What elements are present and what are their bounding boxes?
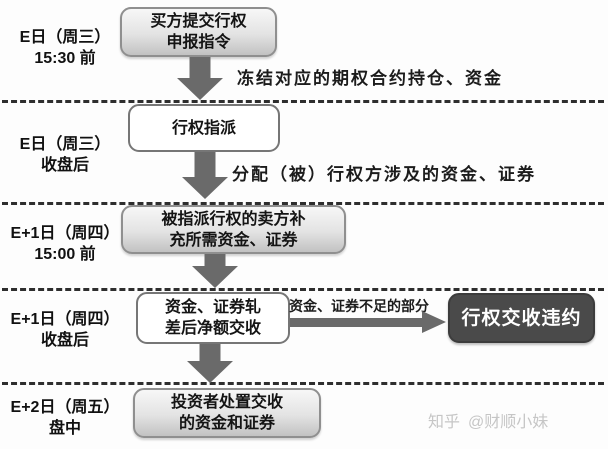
- step-box-line1: 投资者处置交收: [170, 394, 283, 411]
- timeline-label-line1: E+2日（周五）: [10, 399, 120, 416]
- arrow-stem: [204, 254, 226, 267]
- timeline-label-line1: E日（周三）: [19, 29, 111, 46]
- step-box-net-settlement: 资金、证券轧 差后净额交收: [136, 292, 290, 344]
- arrow-stem: [189, 57, 211, 79]
- down-arrow-2: [182, 152, 228, 200]
- watermark: 知乎 @财顺小妹: [428, 408, 548, 432]
- arrow-head: [422, 311, 446, 333]
- step-box-label: 行权指派: [171, 119, 236, 137]
- arrow-head: [177, 78, 223, 100]
- timeline-label-e-day-close: E日（周三） 收盘后: [0, 134, 130, 176]
- timeline-label-e1-day-1500: E+1日（周四） 15:00 前: [0, 223, 130, 265]
- timeline-label-line1: E+1日（周四）: [10, 225, 120, 242]
- step-box-seller-replenish: 被指派行权的卖方补 充所需资金、证券: [121, 205, 346, 254]
- timeline-label-line2: 15:00 前: [34, 246, 96, 263]
- timeline-label-line2: 收盘后: [40, 332, 89, 349]
- timeline-label-line2: 15:30 前: [34, 50, 96, 67]
- dashed-separator-4: [2, 382, 604, 385]
- arrow-head: [182, 177, 228, 199]
- timeline-label-line1: E日（周三）: [19, 136, 111, 153]
- timeline-label-line2: 收盘后: [40, 157, 89, 174]
- watermark-brand: 知乎: [428, 414, 461, 431]
- step-box-line2: 充所需资金、证券: [169, 231, 298, 249]
- step-box-line1: 资金、证券轧: [164, 299, 261, 316]
- arrow-head: [192, 266, 238, 288]
- annotation-allocate-funds-securities: 分配（被）行权方涉及的资金、证券: [232, 165, 536, 184]
- timeline-label-line2: 盘中: [48, 420, 81, 437]
- watermark-handle: @财顺小妹: [468, 414, 549, 431]
- arrow-stem: [194, 152, 216, 178]
- down-arrow-1: [177, 57, 223, 100]
- dashed-separator-2: [2, 202, 604, 205]
- step-box-line1: 被指派行权的卖方补: [161, 210, 306, 228]
- arrow-head: [187, 361, 233, 383]
- dashed-separator-1: [2, 100, 604, 103]
- step-box-settlement-default: 行权交收违约: [448, 293, 595, 343]
- timeline-label-line1: E+1日（周四）: [10, 311, 120, 328]
- arrow-stem: [290, 318, 424, 327]
- step-box-line2: 申报指令: [166, 34, 231, 51]
- step-box-line2: 的资金和证券: [178, 415, 275, 432]
- step-box-exercise-assignment: 行权指派: [128, 104, 280, 152]
- timeline-label-e1-day-close: E+1日（周四） 收盘后: [0, 309, 130, 351]
- annotation-freeze-positions-funds: 冻结对应的期权合约持仓、资金: [237, 69, 503, 88]
- down-arrow-4: [187, 344, 233, 383]
- arrow-stem: [199, 344, 221, 362]
- step-box-submit-exercise-order: 买方提交行权 申报指令: [120, 7, 277, 57]
- right-arrow-to-default: [290, 311, 446, 333]
- step-box-line2: 差后净额交收: [164, 320, 261, 337]
- timeline-label-e2-day-intraday: E+2日（周五） 盘中: [0, 397, 130, 439]
- step-box-investor-dispose: 投资者处置交收 的资金和证券: [133, 388, 321, 438]
- down-arrow-3: [192, 254, 238, 288]
- timeline-label-e-day-1530: E日（周三） 15:30 前: [0, 27, 130, 69]
- dashed-separator-3: [2, 288, 604, 291]
- annotation-insufficient-part: 资金、证券不足的部分: [289, 298, 429, 314]
- step-box-label: 行权交收违约: [461, 307, 582, 329]
- step-box-line1: 买方提交行权: [150, 13, 247, 30]
